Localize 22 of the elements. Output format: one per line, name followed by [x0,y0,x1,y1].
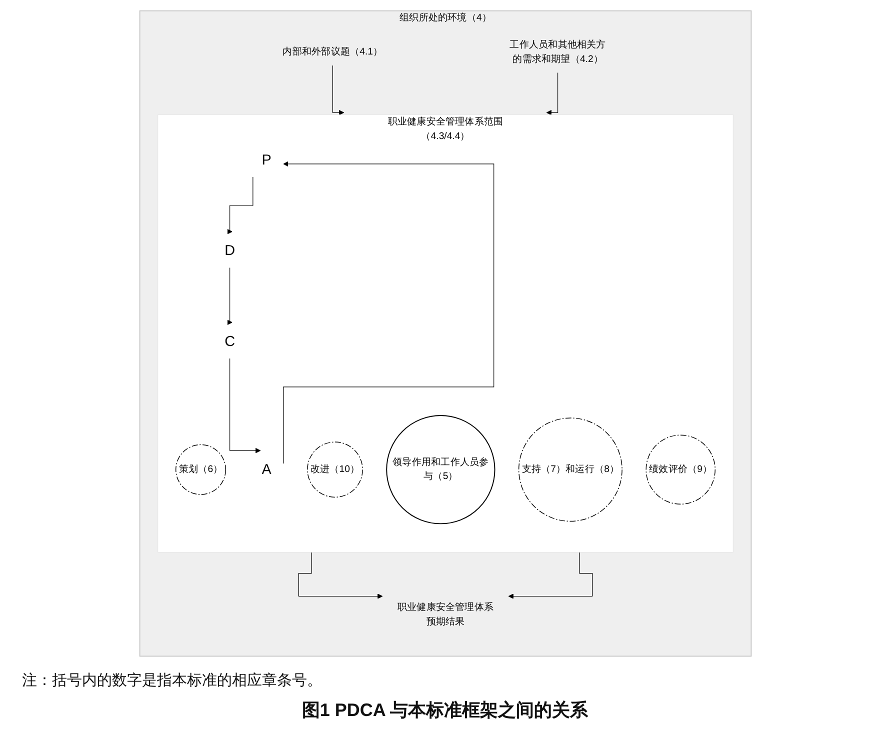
arrow [508,552,592,599]
arrow [226,267,232,326]
figure-caption: 图1 PDCA 与本标准框架之间的关系 [302,699,588,722]
node-text: C [224,333,235,350]
node-circle: 领导作用和工作人员参与（5） [386,415,495,524]
node-text: A [261,461,271,478]
node-text: 职业健康安全管理体系预期结果 [396,602,494,627]
arrow [298,552,382,599]
node-circle: 策划（6） [175,444,226,495]
node-text: 工作人员和其他相关方的需求和期望（4.2） [509,40,606,64]
arrow [229,358,260,454]
node-text: 内部和外部议题（4.1） [282,46,382,58]
node-circle: 绩效评价（9） [645,434,715,504]
node-text: P [261,152,271,168]
arrow [226,176,253,234]
node-circle: 支持（7）和运行（8） [518,418,622,522]
arrow [332,65,344,116]
arrow [282,161,494,464]
arrow [546,72,558,116]
node-circle: 改进（10） [306,442,362,498]
node-text: D [224,242,235,259]
note-text: 注：括号内的数字是指本标准的相应章条号。 [22,671,322,690]
